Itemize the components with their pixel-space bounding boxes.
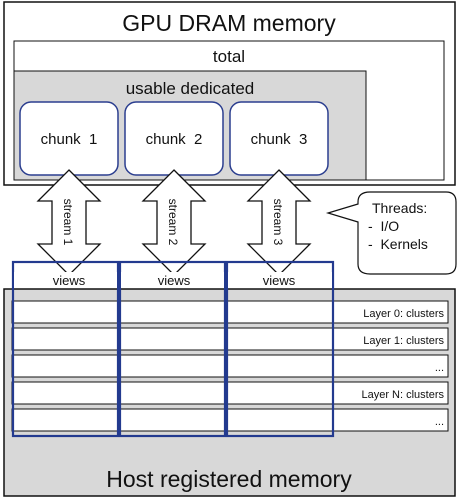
views-column-3 [225, 260, 335, 438]
chunk-1-label: chunk 1 [41, 131, 98, 148]
layer-row-0-label: Layer 0: clusters [363, 308, 444, 320]
views-label-2: views [158, 273, 191, 288]
views-column-1 [11, 260, 120, 438]
chunk-2-label: chunk 2 [146, 131, 203, 148]
stream-2-label: stream 2 [166, 199, 180, 246]
views-label-3: views [263, 273, 296, 288]
views-label-bg-3 [228, 272, 332, 288]
threads-title: Threads: [372, 200, 427, 216]
layer-row-4 [11, 408, 449, 432]
stream-3-label: stream 3 [271, 199, 285, 246]
layer-row-1-label: Layer 1: clusters [363, 335, 444, 347]
views-label-bg-1 [14, 272, 117, 288]
host-memory-title: Host registered memory [106, 466, 352, 492]
stream-1-label: stream 1 [61, 199, 75, 246]
threads-item-io: - I/O [368, 218, 399, 234]
views-column-2 [118, 260, 227, 438]
gpu-dram-title: GPU DRAM memory [122, 10, 336, 36]
layer-row-2-label: ... [435, 362, 444, 374]
chunk-3-label: chunk 3 [251, 131, 308, 148]
views-label-bg-2 [121, 272, 224, 288]
views-label-1: views [53, 273, 86, 288]
layer-row-4-label: ... [435, 416, 444, 428]
usable-dedicated-label: usable dedicated [126, 79, 255, 98]
layer-row-2 [11, 354, 449, 378]
threads-callout [325, 191, 457, 275]
threads-item-kernels: - Kernels [368, 236, 428, 252]
total-label: total [213, 47, 245, 66]
layer-row-3-label: Layer N: clusters [361, 389, 444, 401]
